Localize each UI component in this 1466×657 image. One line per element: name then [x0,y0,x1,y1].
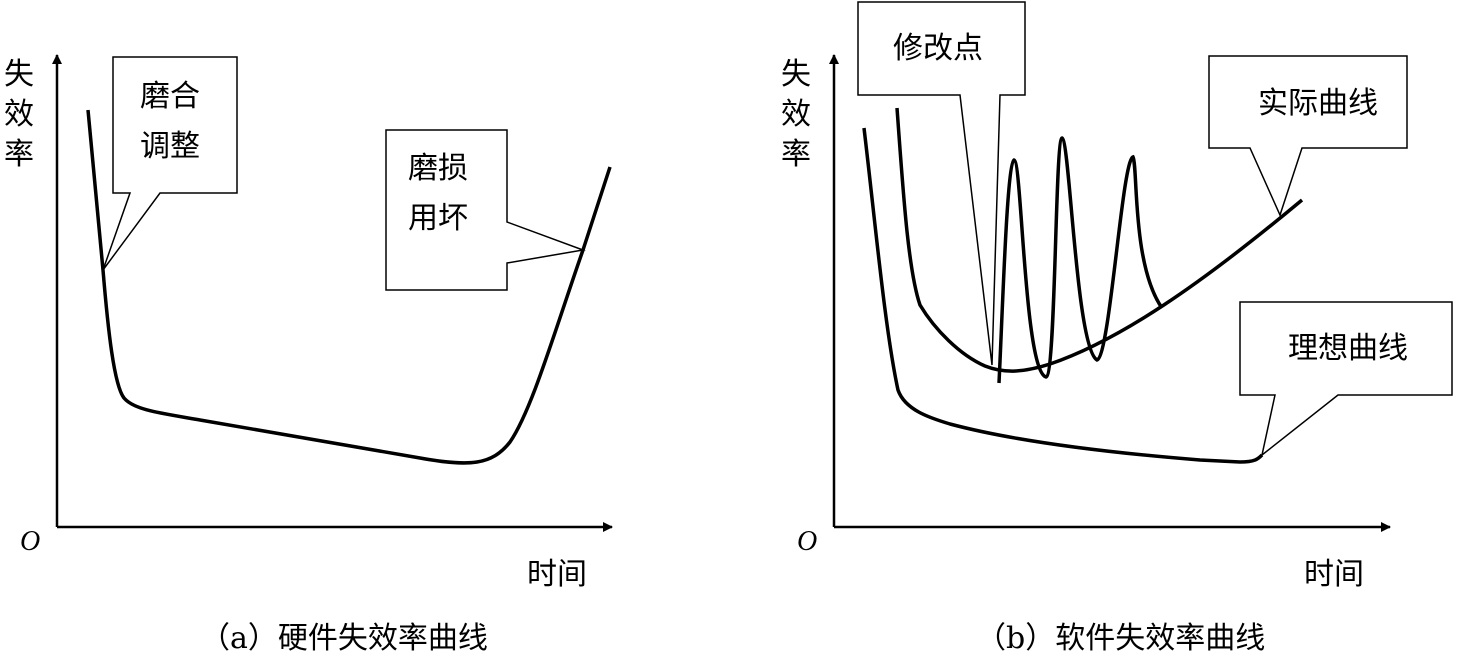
callout-ideal-curve-box [1239,301,1453,457]
callout-change-point-label: 修改点 [893,31,983,66]
caption-a: （a）硬件失效率曲线 [200,621,488,656]
y-axis-label-char: 效 [781,97,811,132]
y-axis-label-char: 率 [781,137,811,172]
callout-actual-curve-label: 实际曲线 [1258,86,1378,121]
caption-b: （b）软件失效率曲线 [976,621,1265,656]
actual-curve-spikes [997,136,1164,384]
y-axis-label-char: 率 [4,137,34,172]
callout-break-in-box [102,56,238,271]
y-axis-label-char: 失 [781,57,811,92]
callout-break-in-line2: 调整 [140,129,200,164]
panel-b: 失 效 率 O 时间 修改点 实际曲线 理想曲线 （b）软件失效率曲线 [781,1,1453,656]
callout-ideal-curve-label: 理想曲线 [1288,331,1408,366]
callout-wear-out-line2: 用坏 [408,201,468,236]
callout-break-in-line1: 磨合 [140,79,200,114]
callout-wear-out-box [385,129,586,291]
callout-actual-curve-box [1208,55,1408,218]
x-axis-label: 时间 [1304,557,1364,592]
panel-a: 失 效 率 O 时间 磨合 调整 磨损 用坏 （a）硬件失效率曲线 [4,54,613,656]
y-axis-label-char: 效 [4,97,34,132]
actual-curve [895,107,1304,373]
hardware-failure-curve [86,109,612,465]
callout-change-point-box [857,1,1026,366]
origin-label: O [797,526,817,557]
ideal-curve [862,127,1264,464]
x-axis-label: 时间 [527,557,587,592]
origin-label: O [20,526,40,557]
callout-wear-out-line1: 磨损 [408,151,468,186]
y-axis-label-char: 失 [4,57,34,92]
